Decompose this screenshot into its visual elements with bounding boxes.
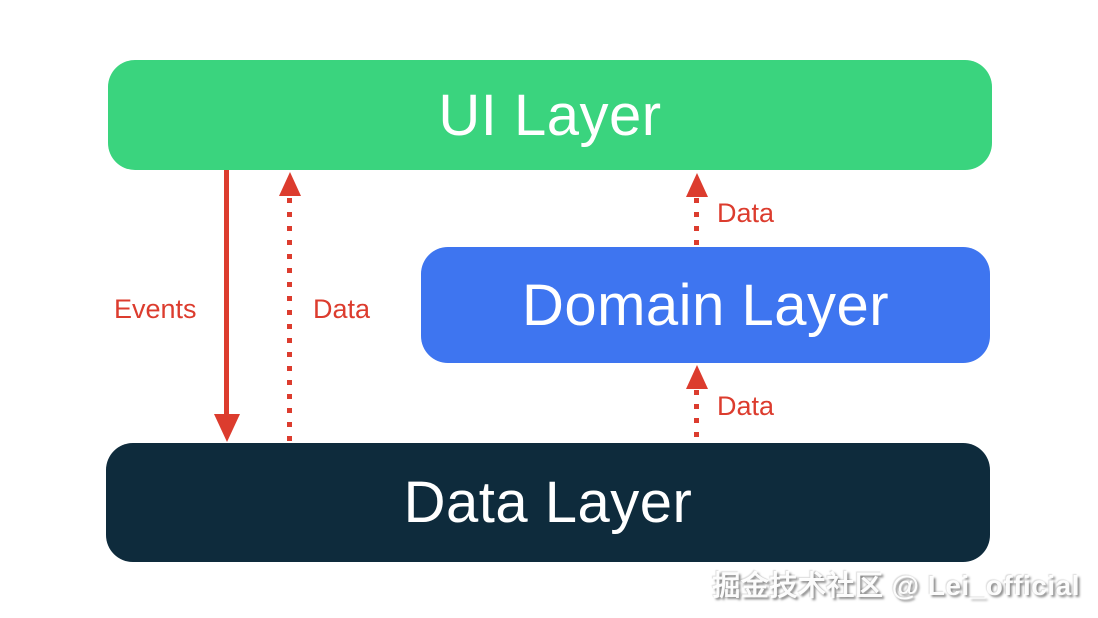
data-layer-box: Data Layer <box>106 443 990 562</box>
domain-layer-box: Domain Layer <box>421 247 990 363</box>
data-arrow-left-head-icon <box>279 172 301 196</box>
ui-layer-box: UI Layer <box>108 60 992 170</box>
data-arrow-left-label: Data <box>313 294 371 324</box>
events-arrow-line <box>224 170 229 418</box>
ui-layer-label: UI Layer <box>438 82 662 148</box>
events-arrow-label: Events <box>114 294 197 324</box>
watermark: 掘金技术社区 @ Lei_official <box>712 570 1080 601</box>
data-arrow-data-to-domain-line <box>694 390 699 443</box>
data-arrow-data-to-domain-head-icon <box>686 365 708 389</box>
data-arrow-left-line <box>287 198 292 443</box>
events-arrow-head-icon <box>214 414 240 442</box>
data-layer-label: Data Layer <box>403 470 693 535</box>
domain-layer-label: Domain Layer <box>521 272 890 338</box>
data-arrow-domain-to-ui-line <box>694 198 699 247</box>
data-arrow-domain-to-ui-label: Data <box>717 198 775 228</box>
data-arrow-domain-to-ui-head-icon <box>686 173 708 197</box>
data-arrow-data-to-domain-label: Data <box>717 391 775 421</box>
